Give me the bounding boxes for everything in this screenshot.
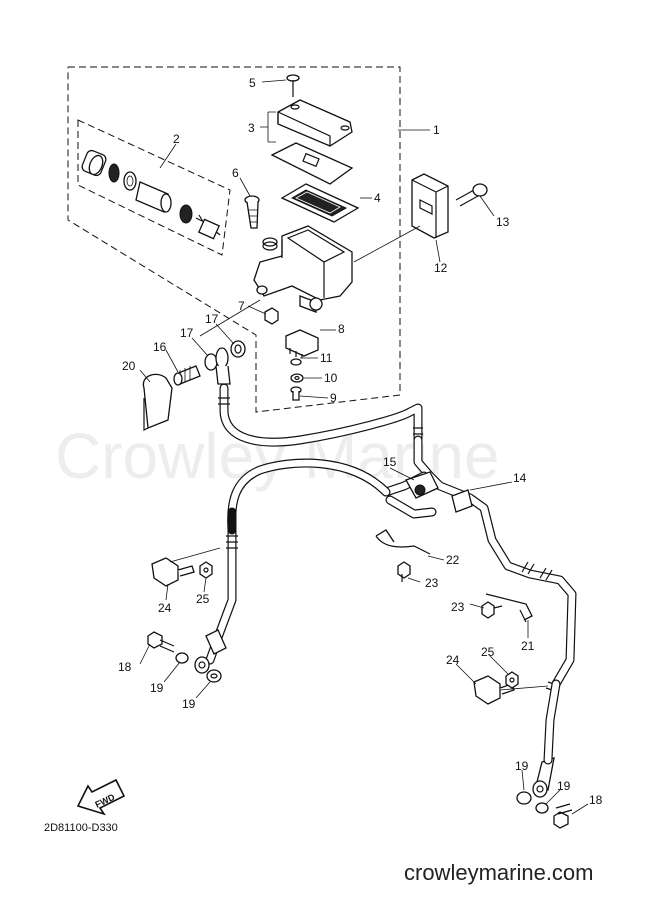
callout-24-right: 24 [446,653,460,667]
gasket [516,791,532,805]
holder-nut [505,671,519,689]
diaphragm-plate [270,142,354,185]
callout-19-right-lower: 19 [557,779,571,793]
callout-8: 8 [338,322,345,336]
callout-12: 12 [434,261,448,275]
hose-clamp-right [485,593,533,623]
piston-kit-boundary [77,119,231,256]
forward-arrow-icon: FWD [76,778,126,816]
lock-washer [290,358,302,366]
banjo-fitting-lower-left [194,656,210,674]
callout-6: 6 [232,166,239,180]
gasket [206,669,222,683]
callout-23-center: 23 [425,576,439,590]
callout-22: 22 [446,553,460,567]
reservoir-cap [277,99,353,147]
callout-19-right-upper: 19 [515,759,529,773]
callout-24-left: 24 [158,601,172,615]
callout-14: 14 [513,471,527,485]
holder-nut [199,561,213,579]
callout-19-left-upper: 19 [150,681,164,695]
bleed-screw [244,195,260,229]
callout-25-right: 25 [481,645,495,659]
callout-15: 15 [383,455,397,469]
union-bolt-lower-left [147,631,175,653]
brake-hose-joint [405,471,473,513]
callout-16: 16 [153,340,167,354]
diaphragm [280,183,360,223]
callout-4: 4 [374,191,381,205]
callout-3: 3 [248,121,255,135]
hose-clamp-left [375,529,431,555]
clamp-bolt [481,601,503,619]
switch-screw [290,386,302,401]
holder-bolt [455,183,488,207]
callout-17-upper-left: 17 [180,326,194,340]
callout-18-left: 18 [118,660,132,674]
callout-25-left: 25 [196,592,210,606]
assembly-boundary [67,66,401,413]
callout-21: 21 [521,639,535,653]
nut [264,307,279,325]
washer [290,373,304,383]
union-bolt-lower-right [553,803,573,829]
banjo-fitting-lower-right [532,780,548,798]
callout-7: 7 [238,299,245,313]
callout-9: 9 [330,391,337,405]
brake-switch [285,329,319,358]
gasket [175,652,189,664]
callout-1: 1 [433,123,440,137]
website-label: crowleymarine.com [404,860,594,885]
master-cylinder-body [253,225,353,313]
callout-17-upper-right: 17 [205,312,219,326]
gasket [204,353,218,371]
callout-5: 5 [249,76,256,90]
callout-20: 20 [122,359,136,373]
callout-10: 10 [324,371,338,385]
master-cylinder-holder [411,173,449,239]
callout-23-right: 23 [451,600,465,614]
banjo-fitting-upper [215,347,231,385]
diagram-code: 2D81100-D330 [44,822,118,834]
cap-screw [286,74,300,97]
rubber-cap [142,373,173,431]
gasket [535,802,549,814]
callout-18-right: 18 [589,793,603,807]
union-bolt-upper [173,365,201,386]
callout-19-left-lower: 19 [182,697,196,711]
hose-holder-left [151,557,195,587]
gasket [230,340,246,358]
piston-kit [81,149,221,240]
callout-11: 11 [320,351,333,365]
leader-lines [139,79,589,815]
callout-13: 13 [496,215,510,229]
callout-2: 2 [173,132,180,146]
clamp-bolt [397,561,411,582]
